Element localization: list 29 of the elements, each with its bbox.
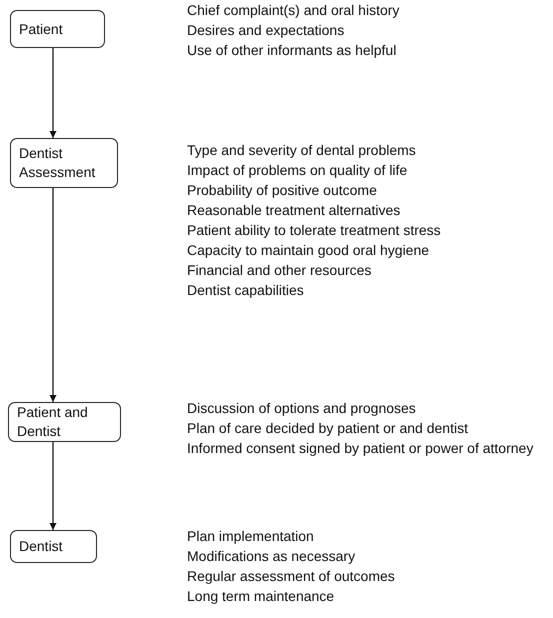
process-box [10, 10, 105, 48]
note-text: Dentist capabilities [187, 281, 304, 300]
note-text: Desires and expectations [187, 21, 344, 40]
node-label: Dentist [19, 537, 63, 556]
note-text: Modifications as necessary [187, 547, 356, 566]
note-text: Chief complaint(s) and oral history [187, 1, 400, 20]
note-text: Long term maintenance [187, 587, 334, 606]
note-text: Plan of care decided by patient or and dentist [187, 419, 468, 438]
note-text: Plan implementation [187, 527, 314, 546]
node-label: Dentist Assessment [19, 144, 96, 182]
process-box [10, 138, 118, 188]
note-text: Informed consent signed by patient or power of attorney [187, 439, 534, 458]
arrow [50, 48, 56, 138]
note-text: Impact of problems on quality of life [187, 161, 408, 180]
node-label: Patient [19, 20, 63, 38]
node-label: Patient and Dentist [17, 403, 89, 441]
note-text: Patient ability to tolerate treatment stress [187, 221, 441, 240]
note-text: Regular assessment of outcomes [187, 567, 395, 586]
note-text: Capacity to maintain good oral hygiene [187, 241, 430, 260]
arrow [50, 188, 56, 402]
note-text: Use of other informants as helpful [187, 41, 396, 60]
note-text: Type and severity of dental problems [187, 141, 416, 160]
note-text: Reasonable treatment alternatives [187, 201, 400, 220]
note-text: Probability of positive outcome [187, 181, 377, 200]
arrow [50, 442, 56, 530]
process-box [10, 530, 97, 563]
process-box [8, 402, 121, 442]
note-text: Financial and other resources [187, 261, 372, 280]
note-text: Discussion of options and prognoses [187, 399, 416, 418]
